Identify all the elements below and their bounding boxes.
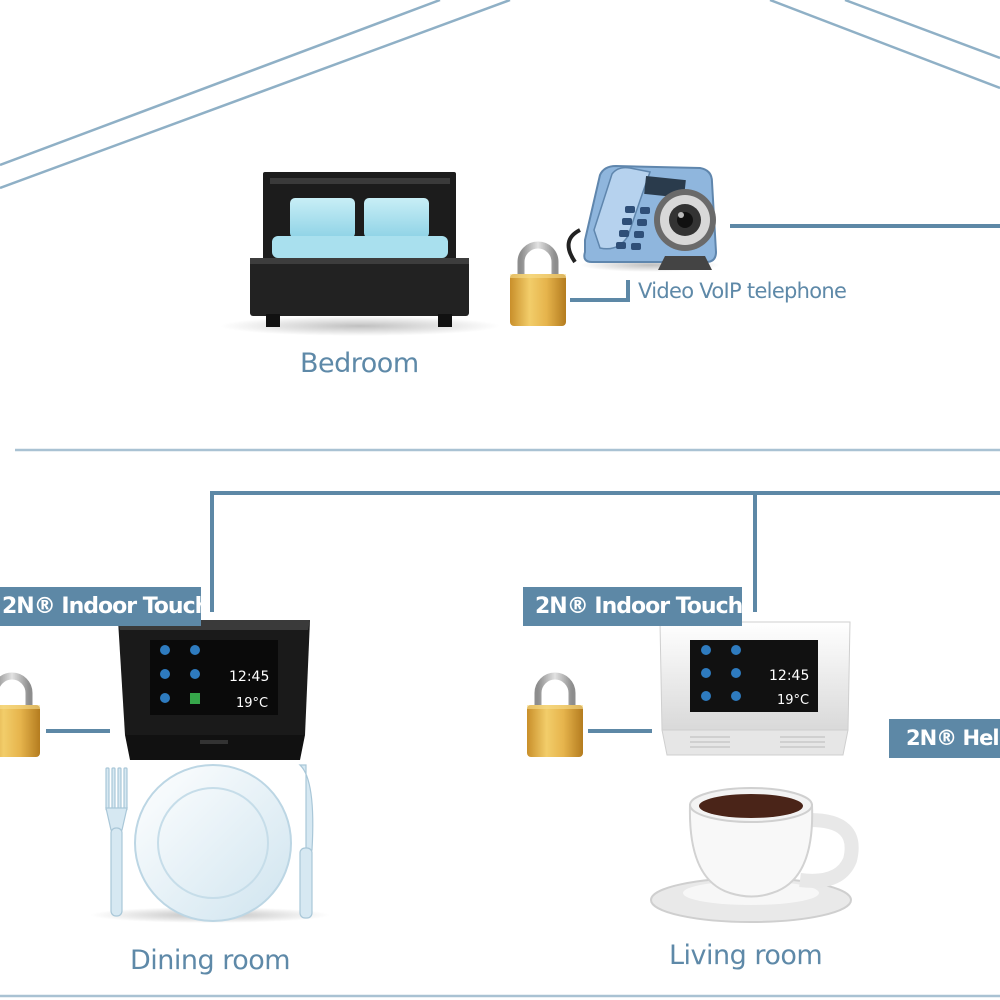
coffee-cup-icon [650,787,859,923]
network-wires [46,224,1000,733]
voip-phone-caption: Video VoIP telephone [638,279,847,303]
device-tag-indoor-touch-right: 2N® Indoor Touch [523,587,743,626]
device-tag-helios-partial: 2N® Helic [889,719,1000,758]
padlock-icon [0,676,40,757]
padlock-icon [527,676,583,757]
voip-phone-icon [566,164,720,272]
cutlery-plate-icon [90,764,330,923]
room-label-living: Living room [669,940,823,971]
screen-time-right: 12:45 [769,668,809,684]
screen-time-left: 12:45 [229,669,269,685]
screen-temp-left: 19°C [236,696,268,711]
roof-lines [0,0,1000,190]
room-label-dining: Dining room [130,945,291,976]
device-tag-indoor-touch-left: 2N® Indoor Touch [0,587,210,626]
padlock-icon [510,245,566,326]
indoor-touch-white-icon: 12:45 19°C [659,621,851,756]
room-label-bedroom: Bedroom [300,348,419,379]
bed-icon [220,172,500,336]
screen-temp-right: 19°C [777,693,809,708]
indoor-touch-black-icon: 12:45 19°C [118,620,310,760]
